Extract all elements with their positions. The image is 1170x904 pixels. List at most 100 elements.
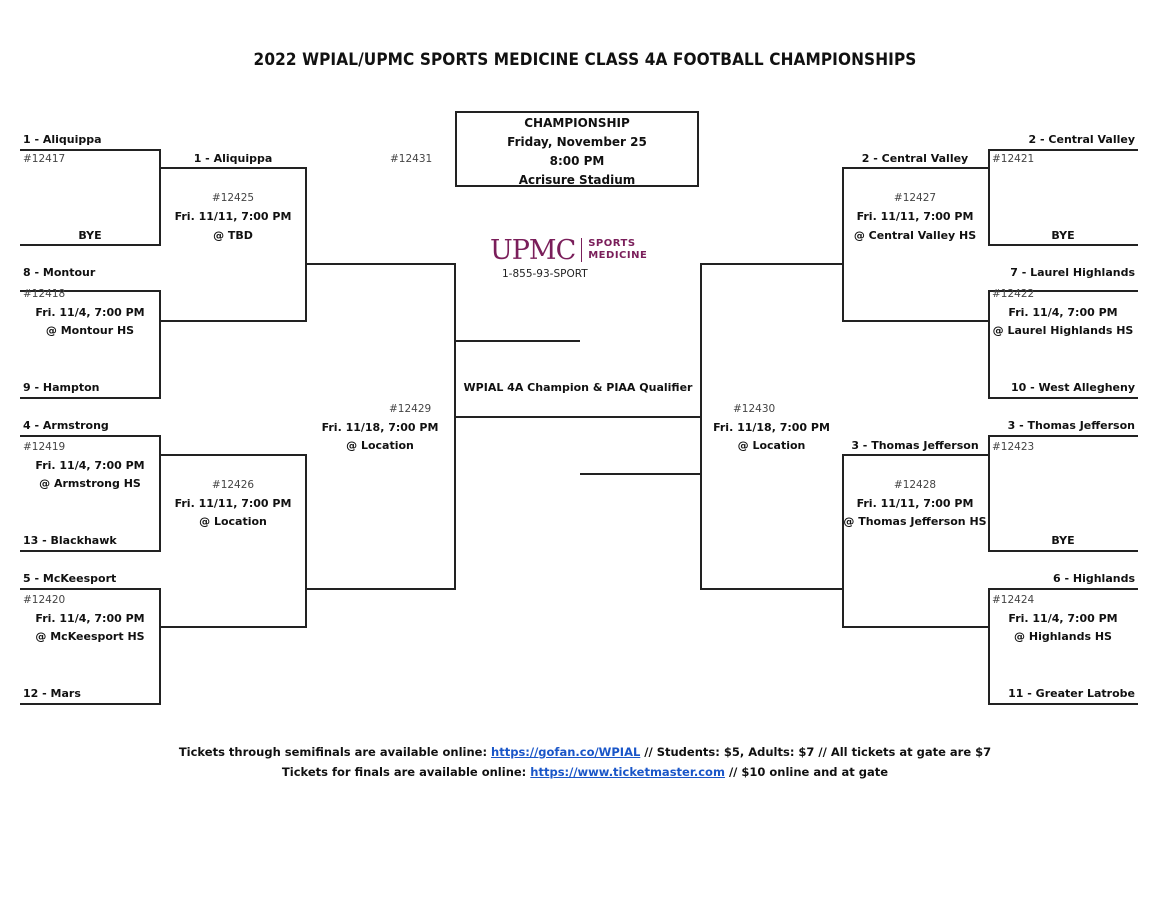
bracket-line bbox=[20, 397, 161, 399]
game-location: @ Location bbox=[737, 439, 806, 452]
bracket-line bbox=[160, 167, 307, 169]
bracket-line bbox=[988, 149, 990, 246]
game-id: #12430 bbox=[733, 403, 776, 415]
game-id: #12418 bbox=[23, 288, 66, 300]
bracket-line bbox=[160, 454, 307, 456]
game-id: #12419 bbox=[23, 441, 66, 453]
game-date: Fri. 11/11, 7:00 PM bbox=[856, 497, 974, 510]
game-date: Fri. 11/11, 7:00 PM bbox=[174, 210, 292, 223]
championship-box: CHAMPIONSHIP Friday, November 25 8:00 PM… bbox=[455, 111, 699, 187]
championship-heading: CHAMPIONSHIP bbox=[524, 116, 630, 130]
game-id: #12425 bbox=[211, 192, 255, 204]
bracket-line bbox=[159, 588, 161, 705]
bracket-line bbox=[306, 263, 456, 265]
team-seed: BYE bbox=[1051, 229, 1075, 242]
game-id: #12428 bbox=[893, 479, 937, 491]
game-location: @ Montour HS bbox=[45, 324, 135, 337]
bracket-line bbox=[842, 626, 989, 628]
logo-sub-line-1: SPORTS bbox=[588, 238, 636, 249]
bracket-line bbox=[988, 397, 1138, 399]
bracket-line bbox=[306, 588, 456, 590]
game-id: #12420 bbox=[23, 594, 66, 606]
bracket-line bbox=[20, 244, 161, 246]
bracket-line bbox=[20, 149, 161, 151]
ticket-price-text: // $10 online and at gate bbox=[724, 765, 889, 779]
team-seed: 2 - Central Valley bbox=[1028, 133, 1135, 146]
logo-sub-line-2: MEDICINE bbox=[588, 250, 648, 261]
team-seed: 12 - Mars bbox=[23, 687, 81, 700]
bracket-line bbox=[988, 290, 1138, 292]
bracket-line bbox=[988, 703, 1138, 705]
team-seed: 7 - Laurel Highlands bbox=[1010, 266, 1135, 279]
team-seed: 9 - Hampton bbox=[23, 381, 100, 394]
game-location: @ Highlands HS bbox=[1014, 630, 1112, 643]
game-id: #12426 bbox=[211, 479, 255, 491]
game-id: #12424 bbox=[992, 594, 1035, 606]
game-id: #12421 bbox=[992, 153, 1035, 165]
team-seed: 3 - Thomas Jefferson bbox=[1007, 419, 1135, 432]
logo-main-text: UPMC bbox=[490, 234, 576, 266]
game-location: @ McKeesport HS bbox=[35, 630, 145, 643]
bracket-line bbox=[842, 167, 989, 169]
bracket-line bbox=[159, 290, 161, 399]
bracket-line bbox=[842, 454, 989, 456]
ticket-info-text: Tickets through semifinals are available… bbox=[178, 745, 492, 759]
bracket-line bbox=[580, 473, 701, 475]
bracket-line bbox=[20, 550, 161, 552]
game-location: @ Laurel Highlands HS bbox=[992, 324, 1134, 337]
ticketmaster-link[interactable]: https://www.ticketmaster.com bbox=[530, 765, 725, 779]
game-location: @ Location bbox=[199, 515, 267, 528]
champion-label: WPIAL 4A Champion & PIAA Qualifier bbox=[463, 381, 693, 394]
team-seed: 1 - Aliquippa bbox=[193, 152, 273, 165]
bracket-line bbox=[988, 149, 1138, 151]
championship-venue: Acrisure Stadium bbox=[518, 173, 636, 187]
game-id: #12417 bbox=[23, 153, 66, 165]
sponsor-phone: 1-855-93-SPORT bbox=[502, 268, 588, 280]
bracket-line bbox=[988, 588, 990, 705]
team-seed: 3 - Thomas Jefferson bbox=[851, 439, 979, 452]
bracket-line bbox=[842, 320, 989, 322]
ticket-price-text: // Students: $5, Adults: $7 // All ticke… bbox=[640, 745, 992, 759]
bracket-line bbox=[700, 588, 843, 590]
logo-divider bbox=[581, 238, 583, 262]
game-date: Fri. 11/18, 7:00 PM bbox=[321, 421, 439, 434]
game-location: @ Armstrong HS bbox=[39, 477, 141, 490]
team-seed: 6 - Highlands bbox=[1052, 572, 1135, 585]
bracket-line bbox=[20, 435, 161, 437]
team-seed: 8 - Montour bbox=[23, 266, 96, 279]
bracket-line bbox=[455, 340, 580, 342]
game-date: Fri. 11/4, 7:00 PM bbox=[35, 612, 145, 625]
game-location: @ TBD bbox=[213, 229, 253, 242]
team-seed: BYE bbox=[1051, 534, 1075, 547]
game-id: #12423 bbox=[992, 441, 1035, 453]
championship-date: Friday, November 25 bbox=[507, 135, 647, 149]
bracket-line bbox=[20, 290, 161, 292]
game-date: Fri. 11/11, 7:00 PM bbox=[174, 497, 292, 510]
game-id: #12429 bbox=[389, 403, 432, 415]
gofan-link[interactable]: https://gofan.co/WPIAL bbox=[491, 745, 641, 759]
championship-time: 8:00 PM bbox=[549, 154, 605, 168]
upmc-sports-medicine-logo: UPMC SPORTS MEDICINE bbox=[490, 233, 647, 267]
bracket-line bbox=[700, 263, 843, 265]
ticket-info-line-2: Tickets for finals are available online:… bbox=[0, 765, 1170, 779]
game-location: @ Thomas Jefferson HS bbox=[843, 515, 987, 528]
page-title: 2022 WPIAL/UPMC SPORTS MEDICINE CLASS 4A… bbox=[253, 50, 917, 69]
team-seed: 11 - Greater Latrobe bbox=[1008, 687, 1135, 700]
bracket-line bbox=[988, 290, 990, 399]
team-seed: 10 - West Allegheny bbox=[1010, 381, 1135, 394]
bracket-line bbox=[455, 416, 701, 418]
bracket-line bbox=[159, 149, 161, 246]
bracket-line bbox=[20, 703, 161, 705]
bracket-line bbox=[160, 626, 307, 628]
game-date: Fri. 11/4, 7:00 PM bbox=[1008, 306, 1118, 319]
game-date: Fri. 11/11, 7:00 PM bbox=[856, 210, 974, 223]
team-seed: BYE bbox=[78, 229, 102, 242]
ticket-info-line-1: Tickets through semifinals are available… bbox=[0, 745, 1170, 759]
bracket-line bbox=[988, 588, 1138, 590]
bracket-line bbox=[20, 588, 161, 590]
game-id: #12427 bbox=[893, 192, 937, 204]
bracket-line bbox=[842, 454, 844, 628]
game-date: Fri. 11/4, 7:00 PM bbox=[35, 306, 145, 319]
team-seed: 2 - Central Valley bbox=[861, 152, 969, 165]
game-date: Fri. 11/4, 7:00 PM bbox=[35, 459, 145, 472]
